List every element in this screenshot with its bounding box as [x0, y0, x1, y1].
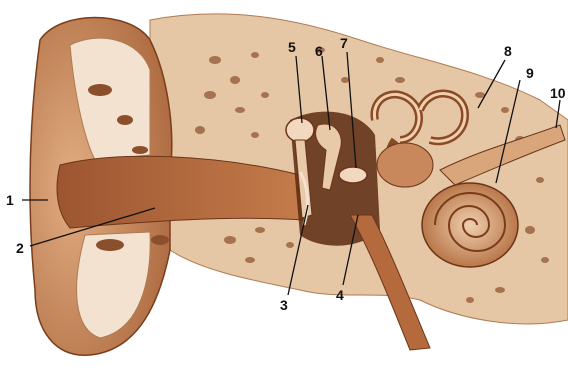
label-1: 1	[6, 193, 14, 207]
label-2: 2	[16, 241, 24, 255]
malleus-head	[286, 118, 314, 142]
label-7: 7	[340, 36, 348, 50]
label-4: 4	[336, 288, 344, 302]
label-8: 8	[504, 44, 512, 58]
label-5: 5	[288, 40, 296, 54]
vestibule	[377, 143, 433, 187]
label-10: 10	[550, 86, 566, 100]
stapes	[339, 167, 367, 183]
label-6: 6	[315, 44, 323, 58]
label-3: 3	[280, 298, 288, 312]
label-9: 9	[526, 66, 534, 80]
cochlea	[422, 183, 518, 267]
